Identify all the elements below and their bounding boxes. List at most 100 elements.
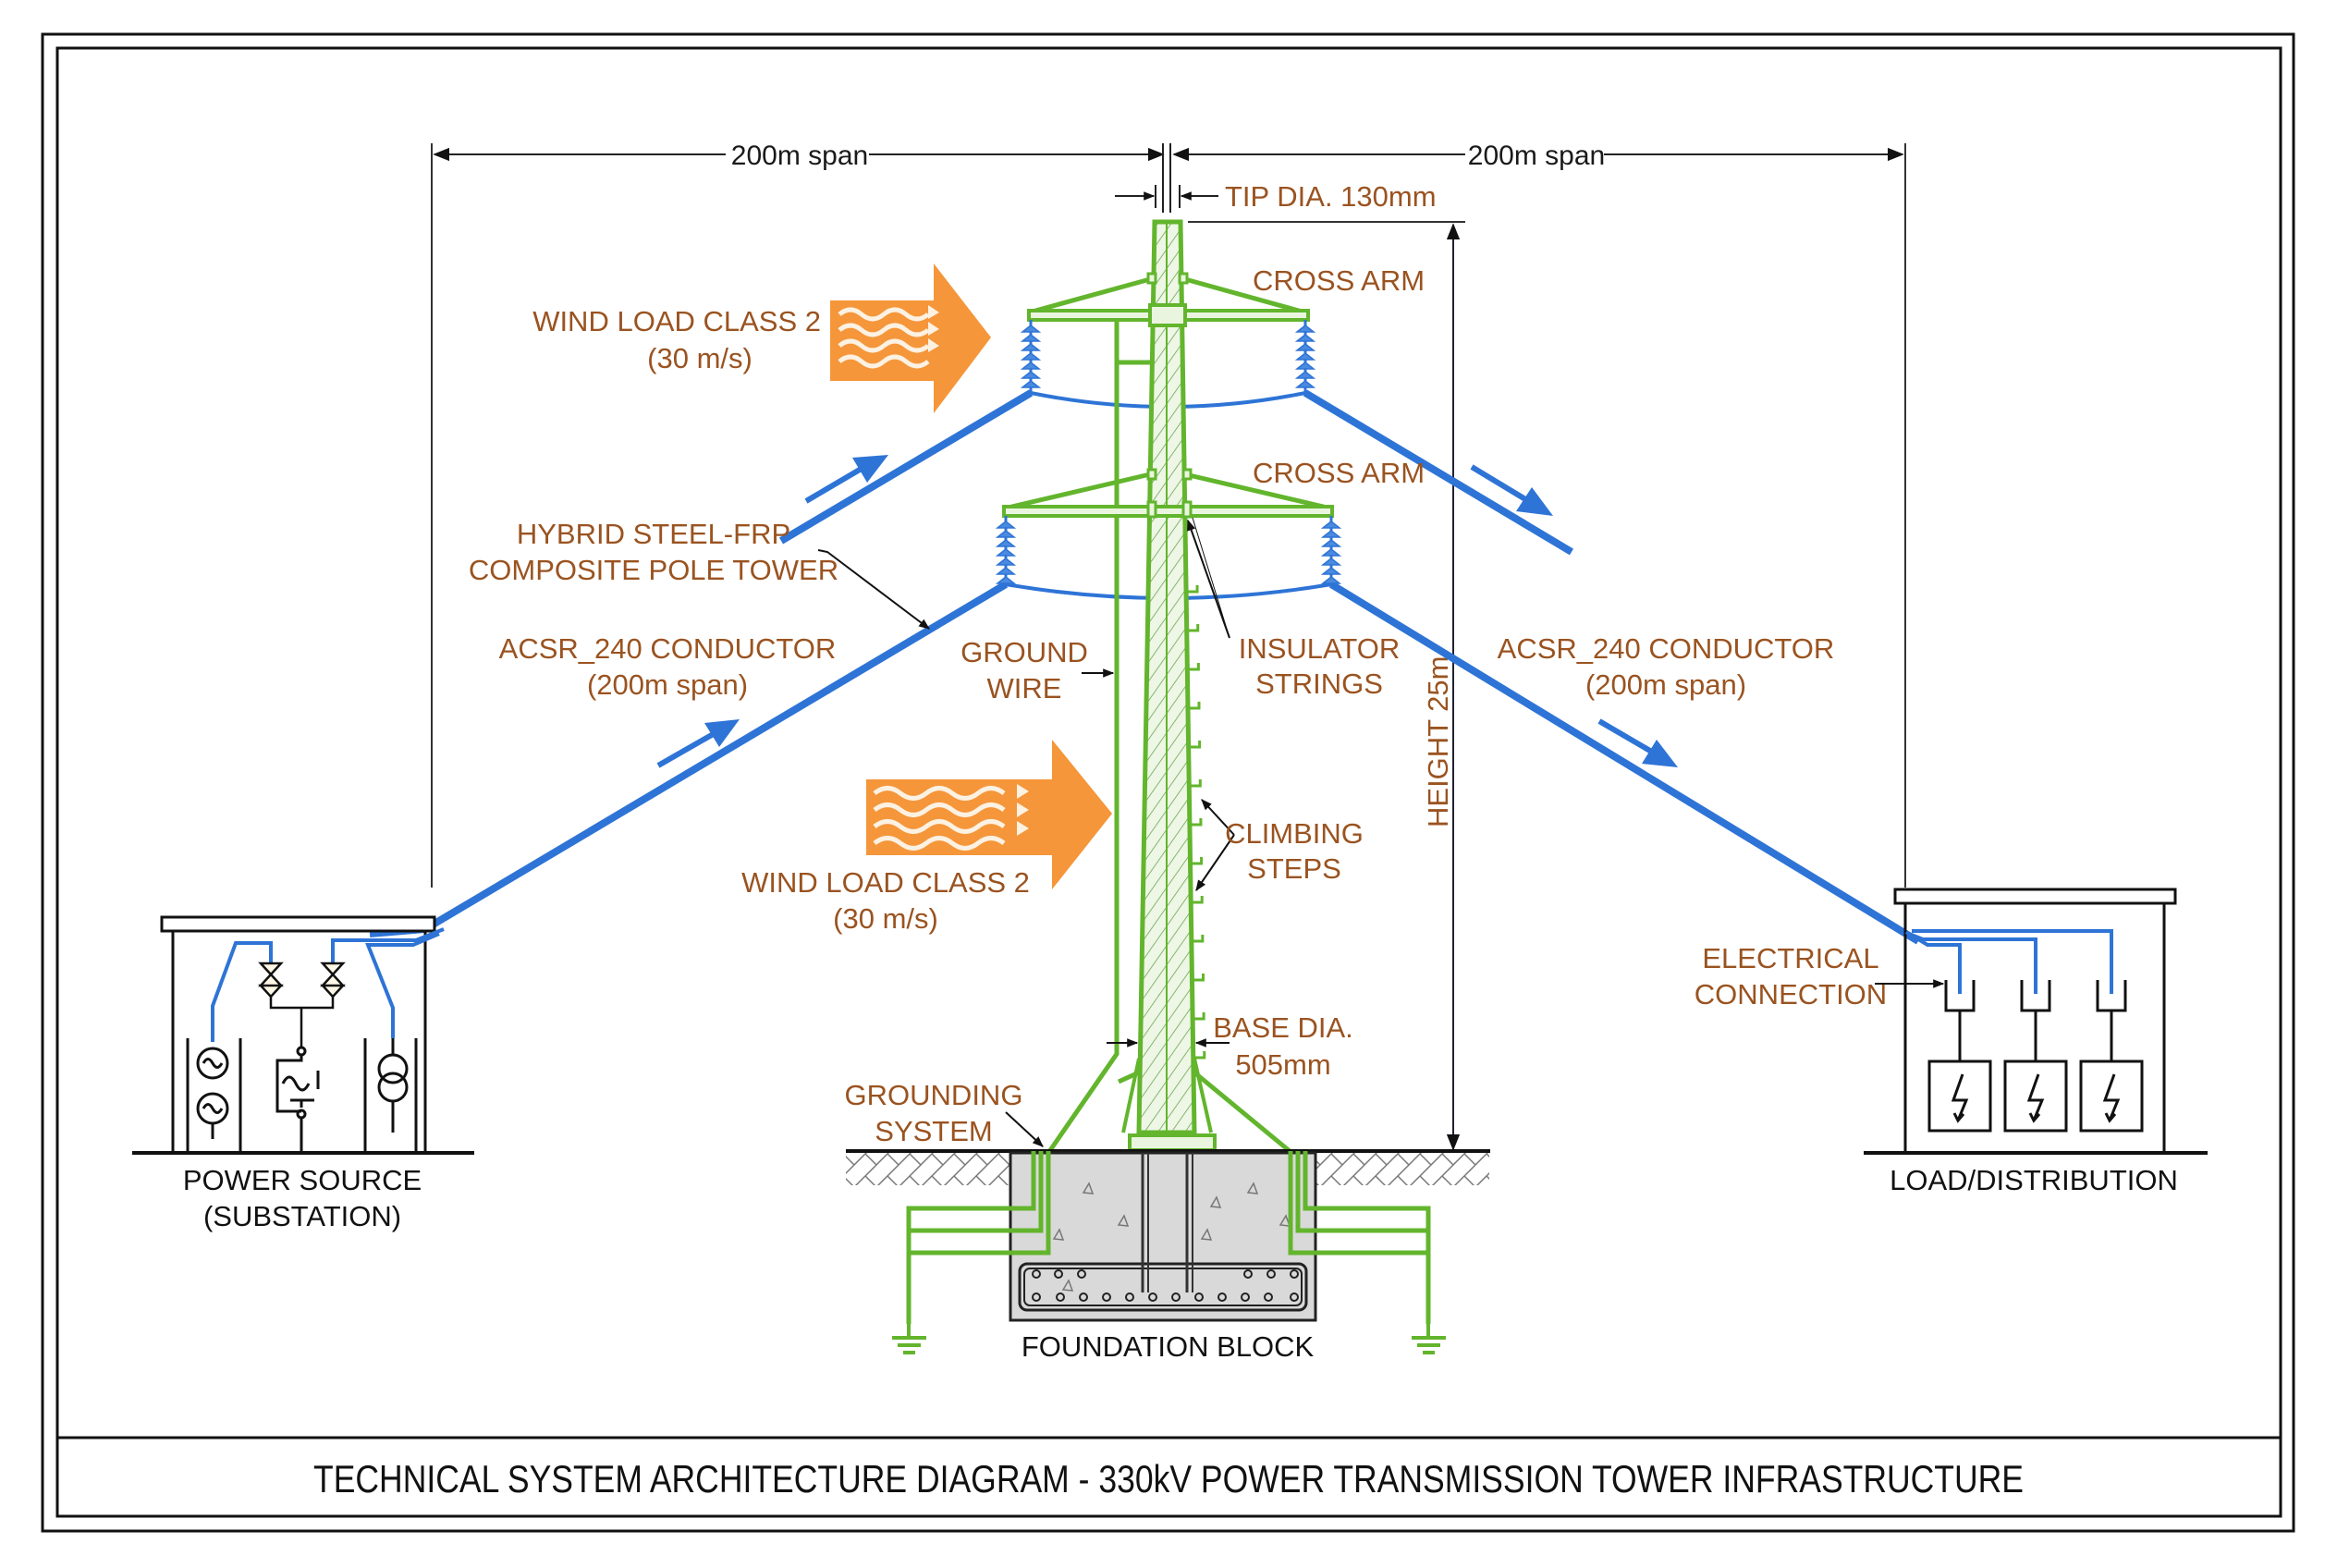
ground-wire-label-2: WIRE	[987, 672, 1062, 704]
conductor-left-label-2: (200m span)	[587, 668, 748, 701]
grounding-label-1: GROUNDING	[845, 1079, 1023, 1111]
tower-type-leader	[817, 549, 930, 630]
lightning-load-icon	[1927, 980, 1992, 1133]
wind-arrow-lower	[866, 740, 1112, 889]
climbing-step	[1188, 702, 1201, 710]
grounding-leader	[1005, 1111, 1044, 1147]
insulator-label-1: INSULATOR	[1239, 632, 1401, 665]
climbing-step	[1193, 1051, 1206, 1060]
insulator-label-2: STRINGS	[1255, 668, 1383, 700]
climbing-step	[1190, 857, 1204, 865]
lightning-load-icon	[2003, 980, 2068, 1133]
foundation-label: FOUNDATION BLOCK	[1022, 1330, 1315, 1363]
rebar	[1054, 1269, 1063, 1279]
tower-type-label-1: HYBRID STEEL-FRP	[517, 518, 790, 550]
load-units	[1927, 980, 2144, 1133]
rebar	[1056, 1292, 1065, 1302]
composite-pole	[1117, 219, 1291, 1153]
climbing-step	[1186, 585, 1199, 594]
insulator-string-icon	[995, 516, 1017, 584]
flow-arrow-left-lower	[656, 719, 740, 768]
insulator-string-icon	[1294, 320, 1316, 393]
climbing-step	[1192, 974, 1205, 982]
earth-ground-icon	[1412, 1324, 1446, 1354]
wind-lower-label-2: (30 m/s)	[833, 902, 938, 935]
rebar	[1032, 1269, 1041, 1279]
climbing-step	[1191, 896, 1204, 904]
base-diameter-label-2: 505mm	[1235, 1048, 1330, 1081]
tip-diameter-label: TIP DIA. 130mm	[1225, 180, 1437, 213]
foundation-block	[1009, 1151, 1317, 1322]
climbing-step	[1191, 935, 1205, 943]
rebar	[1241, 1292, 1250, 1302]
power-source-label-1: POWER SOURCE	[183, 1164, 422, 1196]
climbing-steps	[1186, 585, 1206, 1060]
cross-arm-upper-label: CROSS ARM	[1253, 264, 1425, 297]
rebar	[1032, 1292, 1041, 1302]
rebar	[1079, 1292, 1088, 1302]
flow-arrow-left-upper	[804, 455, 888, 504]
grounding-label-2: SYSTEM	[875, 1115, 992, 1147]
flow-arrow-right-lower	[1597, 718, 1678, 767]
inverter-icon	[275, 1046, 320, 1151]
flow-arrow-right-upper	[1470, 464, 1553, 516]
wind-lower-label-1: WIND LOAD CLASS 2	[741, 866, 1030, 899]
climbing-step	[1186, 624, 1200, 632]
span-dimension-left	[431, 143, 1165, 888]
circuit-breaker-icon	[258, 962, 346, 1047]
span-label-right: 200m span	[1468, 141, 1605, 171]
conductor-right-label-2: (200m span)	[1585, 668, 1746, 701]
climbing-step	[1187, 663, 1200, 671]
ground-surface	[846, 1149, 1490, 1185]
rebar	[1290, 1292, 1299, 1302]
grounding-system-right	[1288, 1151, 1431, 1324]
climbing-step	[1189, 818, 1203, 827]
wind-arrow-upper	[830, 263, 991, 413]
climbing-steps-label-1: CLIMBING	[1225, 817, 1364, 850]
rebar	[1102, 1292, 1111, 1302]
rebar	[1243, 1269, 1253, 1279]
earth-ground-icon	[892, 1324, 926, 1354]
diagram-title: TECHNICAL SYSTEM ARCHITECTURE DIAGRAM - …	[313, 1457, 2024, 1501]
tower-type-label-2: COMPOSITE POLE TOWER	[469, 554, 838, 586]
drawing-frame	[41, 32, 2295, 1533]
insulator-string-icon	[1020, 320, 1042, 393]
cross-arm-lower	[1002, 468, 1334, 519]
load-distribution-building	[1864, 888, 2208, 1155]
rebar	[1148, 1292, 1157, 1302]
rebar	[1264, 1292, 1273, 1302]
span-dimension-right	[1162, 143, 1906, 888]
insulator-string-icon	[1320, 516, 1342, 584]
rebar	[1217, 1292, 1227, 1302]
power-source-substation	[132, 915, 474, 1155]
power-source-label-2: (SUBSTATION)	[203, 1200, 401, 1232]
tip-diameter-dimension	[1115, 185, 1218, 208]
electrical-connection-label-1: ELECTRICAL	[1702, 942, 1878, 974]
electrical-connection-label-2: CONNECTION	[1695, 978, 1887, 1011]
climbing-steps-leader	[1195, 799, 1235, 891]
ground-wire-label-1: GROUND	[960, 636, 1088, 668]
grounding-system-left	[906, 1151, 1051, 1324]
ac-generator-icon	[196, 1047, 229, 1139]
climbing-step	[1193, 1012, 1205, 1021]
span-label-left: 200m span	[731, 141, 868, 171]
wind-upper-label-1: WIND LOAD CLASS 2	[532, 305, 821, 337]
conductor-left-label-1: ACSR_240 CONDUCTOR	[499, 632, 837, 665]
climbing-step	[1188, 741, 1202, 749]
conductor-right-label-1: ACSR_240 CONDUCTOR	[1498, 632, 1835, 665]
wind-upper-label-2: (30 m/s)	[647, 342, 752, 374]
height-dimension	[1188, 221, 1465, 1151]
rebar	[1266, 1269, 1276, 1279]
base-diameter-label-1: BASE DIA.	[1213, 1011, 1353, 1044]
insulator-leader	[1187, 517, 1230, 639]
rebar	[1125, 1292, 1134, 1302]
climbing-step	[1189, 779, 1202, 788]
cross-arm-lower-label: CROSS ARM	[1253, 457, 1425, 489]
lightning-load-icon	[2079, 980, 2144, 1133]
rebar	[1290, 1269, 1299, 1279]
load-label: LOAD/DISTRIBUTION	[1890, 1164, 2178, 1196]
rebar	[1171, 1292, 1181, 1302]
climbing-steps-label-2: STEPS	[1247, 852, 1341, 885]
insulator-strings	[995, 320, 1342, 584]
